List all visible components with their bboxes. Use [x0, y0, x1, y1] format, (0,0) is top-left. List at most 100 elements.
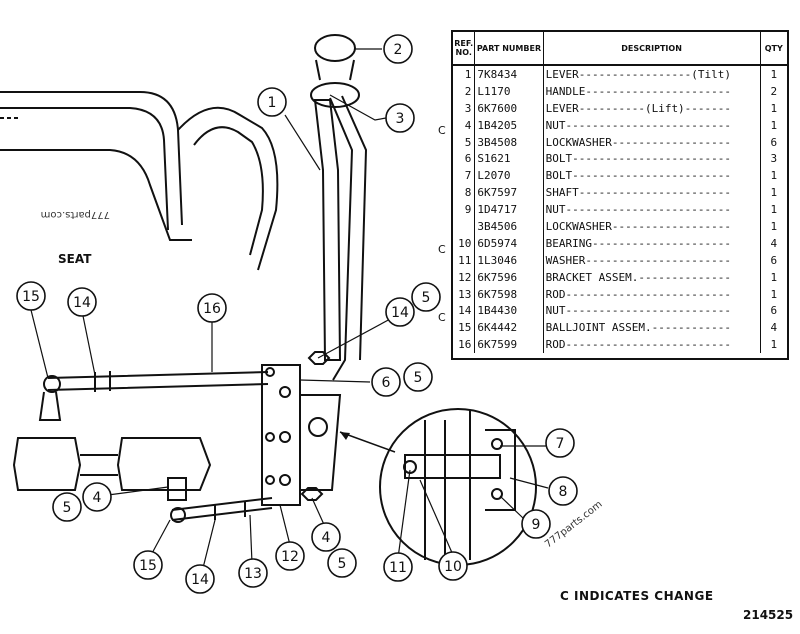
- qty-cell: 4: [770, 236, 778, 250]
- description-cell: HANDLE----------------------: [543, 82, 761, 100]
- description-cell: SHAFT-----------------------: [543, 184, 761, 202]
- change-marker: C: [438, 311, 446, 324]
- callout-16: 16: [203, 301, 221, 317]
- qty-cell: 4: [770, 321, 778, 335]
- qty-cell: 1: [770, 270, 778, 284]
- description-cell: BALLJOINT ASSEM.------------: [543, 319, 761, 337]
- part-number-cell: 1L3046: [474, 251, 544, 269]
- qty-cell: 1: [770, 203, 778, 217]
- part-number-cell: 1B4430: [474, 302, 544, 320]
- callout-15-left: 15: [22, 289, 40, 305]
- ref-cell: 7: [453, 167, 476, 185]
- col-description: DESCRIPTION: [543, 32, 761, 66]
- balljoint-15-upper: [43, 375, 61, 393]
- part-number-cell: 6K7599: [474, 336, 544, 354]
- ref-cell: 12: [453, 268, 476, 286]
- ref-cell: 3: [453, 99, 476, 117]
- callout-7: 7: [556, 436, 565, 452]
- balljoint-15-lower: [170, 507, 186, 523]
- part-number-cell: 6K7598: [474, 285, 544, 303]
- ref-cell: 10: [453, 234, 476, 252]
- qty-cell: 6: [770, 135, 778, 149]
- qty-cell: 3: [770, 152, 778, 166]
- callout-11: 11: [389, 560, 407, 576]
- table-header-row: REF. NO. PART NUMBER DESCRIPTION QTY: [453, 32, 787, 66]
- part-number-cell: 6D5974: [474, 234, 544, 252]
- parts-list-table: REF. NO. PART NUMBER DESCRIPTION QTY 1 7K…: [451, 30, 789, 360]
- handle-knob-lower: [310, 82, 360, 108]
- ref-cell: 13: [453, 285, 476, 303]
- callout-14-lower: 14: [191, 572, 209, 588]
- description-cell: BEARING---------------------: [543, 234, 761, 252]
- ref-cell: 14: [453, 302, 476, 320]
- callout-4-lower: 4: [322, 530, 331, 546]
- description-cell: ROD-------------------------: [543, 285, 761, 303]
- description-cell: NUT-------------------------: [543, 116, 761, 134]
- description-cell: BOLT------------------------: [543, 150, 761, 168]
- qty-cell: 1: [770, 67, 778, 81]
- ref-cell: 8: [453, 184, 476, 202]
- description-cell: BRACKET ASSEM.--------------: [543, 268, 761, 286]
- col-part-number: PART NUMBER: [474, 32, 544, 66]
- col-qty: QTY: [760, 32, 787, 66]
- ref-cell: 15: [453, 319, 476, 337]
- qty-cell: 6: [770, 304, 778, 318]
- callout-5-mid: 5: [414, 370, 423, 386]
- qty-cell: 1: [770, 186, 778, 200]
- part-number-cell: 7K8434: [474, 65, 544, 83]
- part-number-cell: 3B4508: [474, 133, 544, 151]
- nut-4-lower: [300, 487, 324, 501]
- qty-cell: 1: [770, 101, 778, 115]
- part-number-cell: L1170: [474, 82, 544, 100]
- lift-lever-3: [329, 95, 368, 381]
- callout-2: 2: [394, 42, 403, 58]
- description-cell: LEVER-----------------(Tilt): [543, 65, 761, 83]
- pivot-bearing: [308, 417, 328, 437]
- part-number-cell: 6K7596: [474, 268, 544, 286]
- description-cell: WASHER----------------------: [543, 251, 761, 269]
- callout-5-lower: 5: [338, 556, 347, 572]
- bracket-assembly-12: [261, 364, 301, 506]
- ref-cell: 4: [453, 116, 476, 134]
- col-ref-no: REF. NO.: [453, 32, 476, 66]
- shaft-8-detail: [404, 454, 501, 479]
- valve-body-right: [116, 437, 212, 491]
- description-cell: ROD-------------------------: [543, 336, 761, 354]
- part-number-cell: 1B4205: [474, 116, 544, 134]
- seat-frame-tube: [0, 91, 183, 226]
- part-number-cell: 6K7597: [474, 184, 544, 202]
- qty-cell: 1: [770, 169, 778, 183]
- description-cell: LOCKWASHER------------------: [543, 218, 761, 235]
- tilt-lever-1: [313, 99, 342, 361]
- handle-knob-top: [314, 34, 356, 62]
- ref-cell: 2: [453, 82, 476, 100]
- callout-9: 9: [532, 517, 541, 533]
- nut-14-upper: [307, 351, 331, 365]
- detail-view-circle: [379, 408, 537, 566]
- qty-cell: 1: [770, 338, 778, 352]
- seat-label: SEAT: [58, 252, 92, 266]
- callout-14-left: 14: [73, 295, 91, 311]
- qty-cell: 2: [770, 84, 778, 98]
- ref-cell: 6: [453, 150, 476, 168]
- part-number-cell: 3B4506: [474, 218, 544, 235]
- qty-cell: 1: [770, 118, 778, 132]
- callout-13: 13: [244, 566, 262, 582]
- part-number-cell: 6K4442: [474, 319, 544, 337]
- callout-1: 1: [268, 95, 277, 111]
- ref-cell: 9: [453, 201, 476, 219]
- description-cell: BOLT------------------------: [543, 167, 761, 185]
- watermark-detail: 777parts.com: [543, 499, 604, 550]
- qty-cell: 1: [770, 219, 778, 233]
